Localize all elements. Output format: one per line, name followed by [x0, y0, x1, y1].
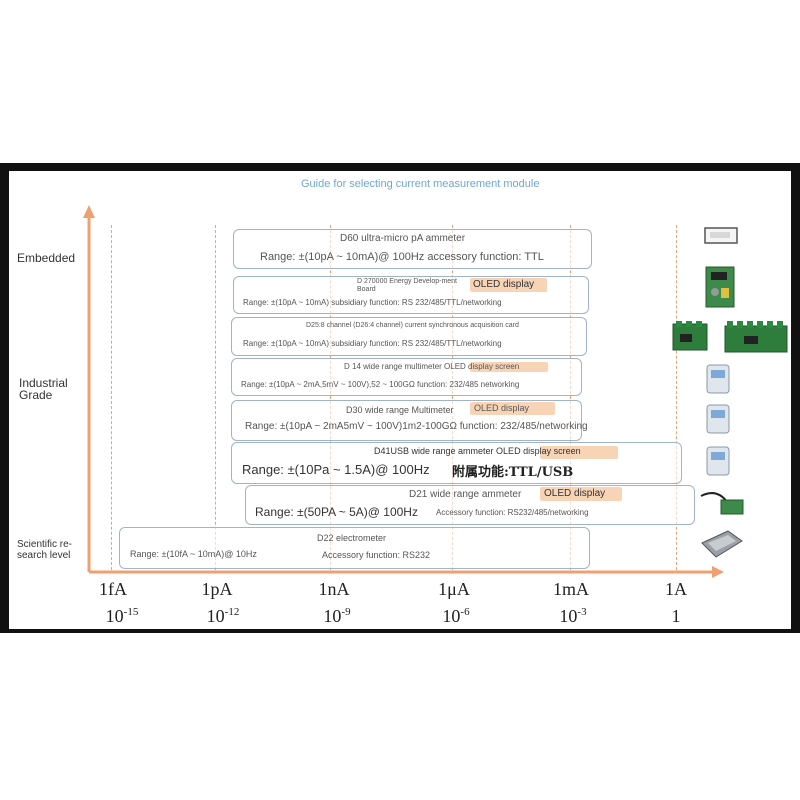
d41-spec-cn: 附属功能:TTL/USB	[452, 465, 574, 480]
gridline-fA	[111, 225, 112, 570]
d30-tag: OLED display	[474, 403, 530, 413]
board-icon	[705, 266, 735, 308]
d27-tag: OLED display	[473, 279, 535, 290]
d60-name: D60 ultra-micro pA ammeter	[340, 233, 466, 244]
d27-spec: Range: ±(10pA ~ 10mA) subsidiary functio…	[243, 298, 502, 307]
card-icon	[672, 321, 708, 351]
d41-name: D41USB wide range ammeter OLED display s…	[374, 446, 581, 456]
d14-spec: Range: ±(10pA ~ 2mA,5mV ~ 100V),52 ~ 100…	[241, 380, 520, 389]
x-tick-1fA: 1fA	[99, 579, 127, 599]
d30-tag-highlight	[470, 402, 555, 415]
d14-name: D 14 wide range multimeter OLED display …	[344, 362, 520, 371]
x-axis-arrow	[712, 566, 724, 578]
product-box-d60[interactable]	[233, 229, 592, 269]
gridline-uA	[452, 225, 453, 570]
meter-icon-d41	[706, 446, 730, 476]
x-tick-1nA: 1nA	[318, 579, 350, 599]
x-exp-1nA: 10-9	[323, 606, 351, 626]
probe-icon	[700, 492, 744, 515]
card-icon-8ch	[724, 321, 788, 353]
x-tick-1uA: 1μA	[438, 579, 470, 599]
gridline-nA	[330, 225, 331, 570]
electrometer-icon	[701, 530, 743, 558]
d60-spec: Range: ±(10pA ~ 10mA)@ 100Hz accessory f…	[260, 251, 544, 263]
product-box-d22[interactable]	[119, 527, 590, 569]
gridline-mA	[570, 225, 571, 570]
module-icon	[704, 227, 738, 244]
d22-spec: Range: ±(10fA ~ 10mA)@ 10Hz	[130, 549, 257, 559]
x-tick-1pA: 1pA	[201, 579, 233, 599]
d30-name: D30 wide range Multimeter	[346, 405, 454, 415]
x-tick-1mA: 1mA	[553, 579, 589, 599]
product-box-d25[interactable]	[231, 317, 587, 356]
d41-tag-highlight	[540, 446, 618, 459]
y-label-scientific: Scientific re-search level	[17, 539, 73, 561]
d25-spec: Range: ±(10pA ~ 10mA) subsidiary functio…	[243, 339, 502, 348]
meter-icon-d14	[706, 364, 730, 394]
x-exp-1A: 1	[671, 606, 681, 626]
guide-title: Guide for selecting current measurement …	[301, 178, 540, 190]
d21-name: D21 wide range ammeter	[409, 489, 522, 500]
gridline-A	[676, 225, 677, 570]
x-exp-1pA: 10-12	[206, 606, 240, 626]
d22-spec-extra: Accessory function: RS232	[322, 550, 431, 560]
d21-tag-highlight	[540, 487, 622, 501]
meter-icon-d30	[706, 404, 730, 434]
y-axis-arrow	[83, 205, 95, 218]
gridline-pA	[215, 225, 216, 570]
d25-name: D25:8 channel (D26:4 channel) current sy…	[306, 322, 519, 329]
d30-spec: Range: ±(10pA ~ 2mA5mV ~ 100V)1m2-100GΩ …	[245, 421, 588, 432]
x-exp-1mA: 10-3	[559, 606, 587, 626]
d22-name: D22 electrometer	[317, 533, 387, 543]
d21-tag: OLED display	[544, 488, 606, 499]
x-exp-1fA: 10-15	[105, 606, 139, 626]
d41-spec: Range: ±(10Pa ~ 1.5A)@ 100Hz	[242, 462, 430, 477]
d14-tag-highlight	[470, 362, 548, 372]
d27-name: D 270000 Energy Develop-ment Board	[357, 278, 458, 293]
y-label-embedded: Embedded	[17, 251, 76, 265]
d21-spec-extra: Accessory function: RS232/485/networking	[436, 508, 589, 517]
x-exp-1uA: 10-6	[442, 606, 470, 626]
d27-tag-highlight	[470, 278, 547, 292]
y-label-industrial: Industrial Grade	[19, 376, 68, 402]
product-box-d27[interactable]	[233, 276, 589, 314]
d21-spec: Range: ±(50PA ~ 5A)@ 100Hz	[255, 505, 418, 519]
x-tick-1A: 1A	[665, 579, 687, 599]
